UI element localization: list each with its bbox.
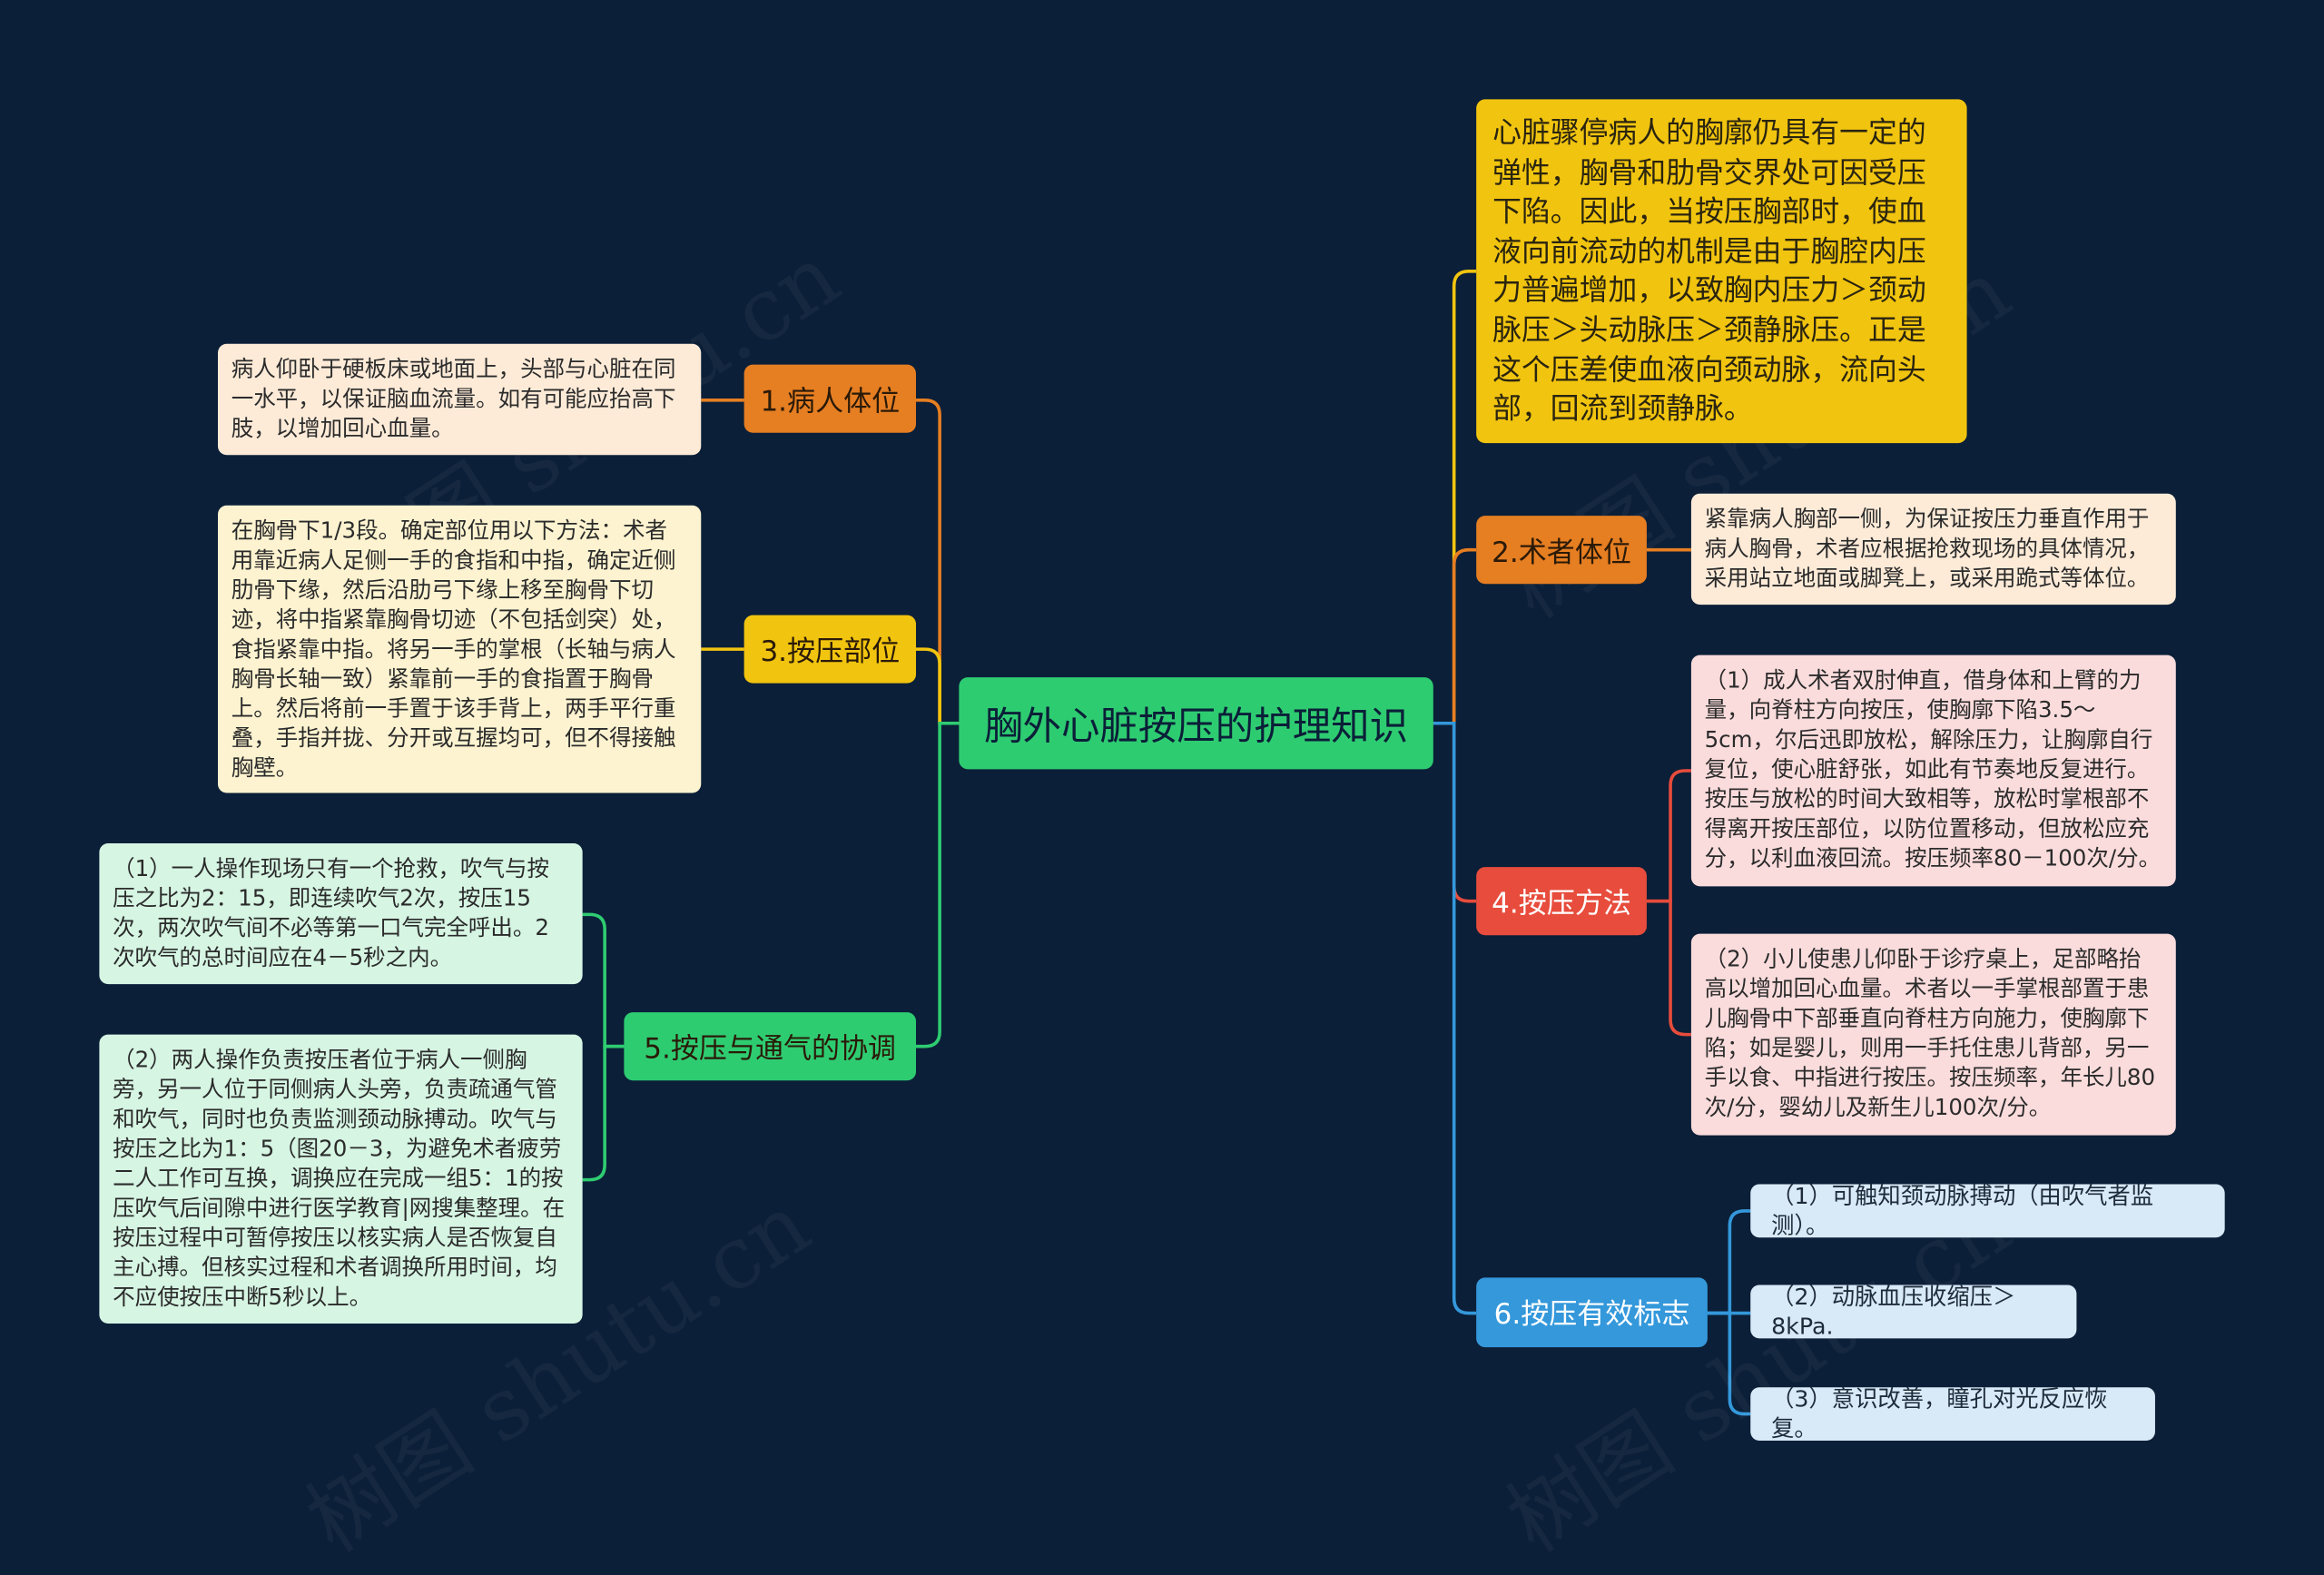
branch-ventilation-coordination[interactable]: 5.按压与通气的协调 (624, 1012, 917, 1081)
intro-mechanism-note[interactable]: 心脏骤停病人的胸廓仍具有一定的弹性，胸骨和肋骨交界处可因受压下陷。因此，当按压胸… (1476, 99, 1967, 444)
leaf-carotid-pulse[interactable]: （1）可触知颈动脉搏动（由吹气者监测）。 (1750, 1183, 2225, 1239)
link-center-b2 (1433, 547, 1477, 725)
branch-compression-site[interactable]: 3.按压部位 (743, 615, 917, 684)
branch-effective-signs[interactable]: 6.按压有效标志 (1476, 1277, 1708, 1348)
branch-patient-position[interactable]: 1.病人体位 (743, 364, 917, 433)
link-center-b3 (916, 647, 960, 725)
leaf-operator-position[interactable]: 紧靠病人胸部一侧，为保证按压力垂直作用于病人胸骨，术者应根据抢救现场的具体情况，… (1690, 493, 2176, 605)
branch-compression-method[interactable]: 4.按压方法 (1476, 867, 1647, 936)
branch-operator-position[interactable]: 2.术者体位 (1476, 516, 1647, 585)
central-topic[interactable]: 胸外心脏按压的护理知识 (959, 677, 1433, 770)
link-center-b5 (916, 721, 960, 1048)
link-b6-leaf3 (1707, 1311, 1751, 1416)
link-center-b6 (1433, 721, 1477, 1315)
link-b6-leaf1 (1707, 1209, 1751, 1315)
leaf-consciousness[interactable]: （3）意识改善，瞳孔对光反应恢复。 (1750, 1386, 2155, 1442)
link-b4-leaf1 (1646, 769, 1691, 903)
leaf-blood-pressure[interactable]: （2）动脉血压收缩压＞8kPa. (1750, 1284, 2077, 1340)
link-center-intro (1433, 269, 1477, 725)
leaf-child-method[interactable]: （2）小儿使患儿仰卧于诊疗桌上，足部略抬高以增加回心血量。术者以一手掌根部置于患… (1690, 933, 2176, 1136)
link-b5-leaf1 (582, 912, 625, 1048)
leaf-two-person-operation[interactable]: （2）两人操作负责按压者位于病人一侧胸旁，另一人位于同侧病人头旁，负责疏通气管和… (99, 1034, 583, 1324)
leaf-patient-position[interactable]: 病人仰卧于硬板床或地面上，头部与心脏在同一水平，以保证脑血流量。如有可能应抬高下… (218, 343, 702, 456)
link-center-b1 (916, 399, 960, 725)
mindmap-canvas: 树图 shutu.cn 树图 shutu.cn 树图 shutu.cn 树图 s… (99, 99, 2225, 1571)
link-b5-leaf2 (582, 1044, 625, 1182)
leaf-adult-method[interactable]: （1）成人术者双肘伸直，借身体和上臂的力量，向脊柱方向按压，使胸廓下陷3.5～5… (1690, 655, 2176, 887)
connector-lines (582, 269, 1751, 1416)
leaf-one-person-operation[interactable]: （1）一人操作现场只有一个抢救，吹气与按压之比为2：15，即连续吹气2次，按压1… (99, 843, 583, 985)
link-b4-leaf2 (1646, 899, 1691, 1037)
leaf-compression-site[interactable]: 在胸骨下1/3段。确定部位用以下方法：术者用靠近病人足侧一手的食指和中指，确定近… (218, 505, 702, 793)
